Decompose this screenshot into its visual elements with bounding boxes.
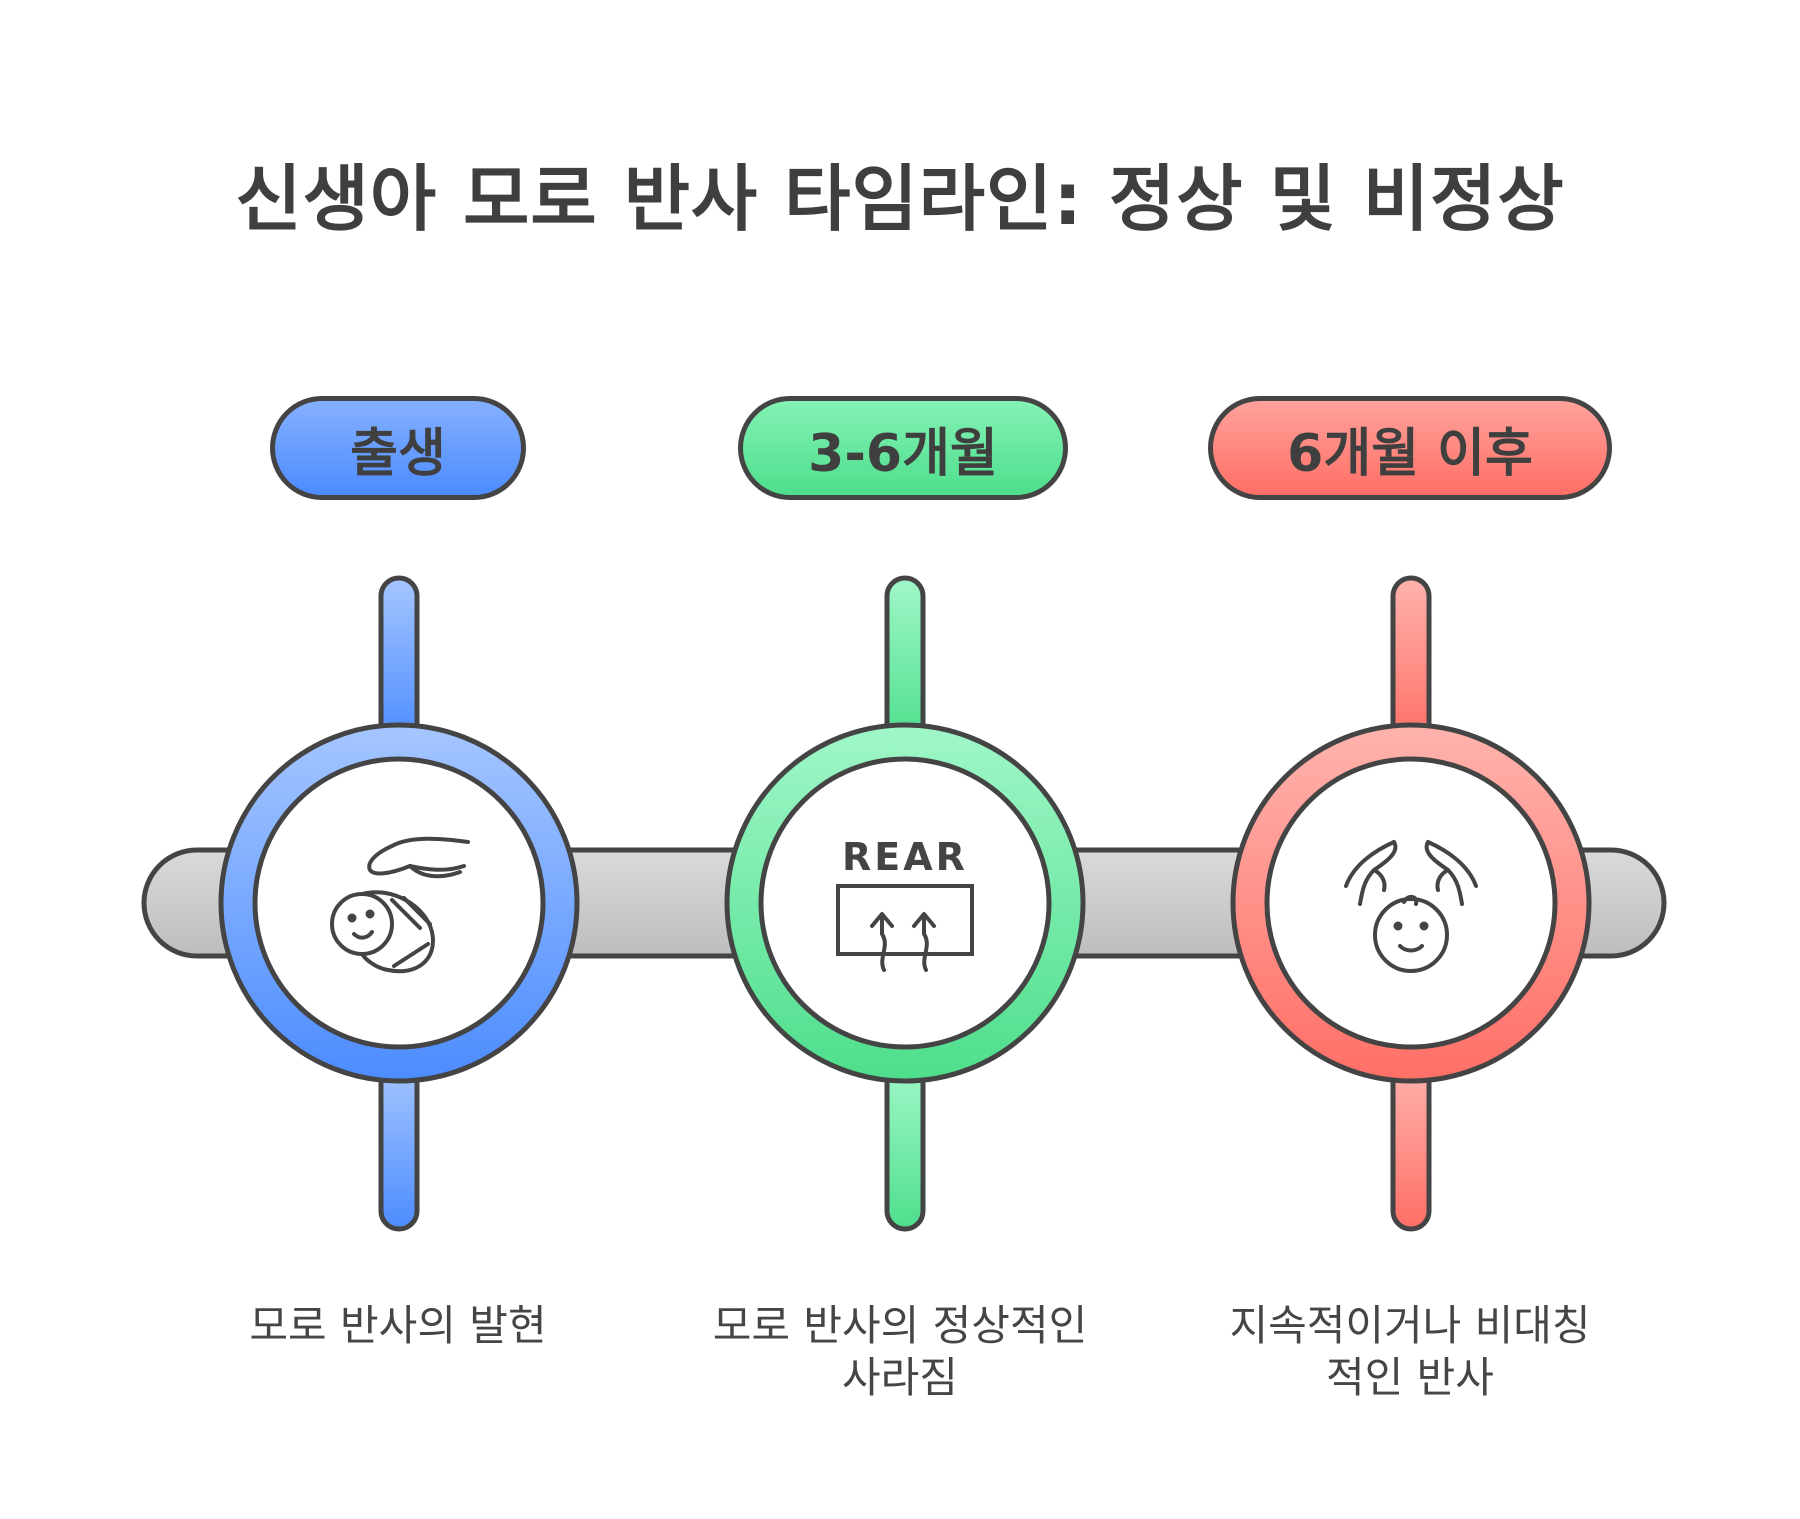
stage-3-caption: 지속적이거나 비대칭 적인 반사 (1190, 1300, 1630, 1404)
stage-3-node (1230, 575, 1592, 1232)
swaddled-baby-with-hand-icon (330, 836, 470, 974)
stage-3-connector-top (1390, 575, 1432, 745)
rear-icon-text: REAR (842, 835, 968, 879)
stage-1-caption-line: 모로 반사의 발현 (249, 1301, 547, 1350)
stage-2-label: 3-6개월 (738, 396, 1068, 500)
stage-2-caption-line-2: 사라짐 (842, 1353, 958, 1402)
stage-1-label: 출생 (270, 396, 526, 500)
baby-face-with-hands-icon (1344, 840, 1478, 973)
stage-3-caption-line-2: 적인 반사 (1326, 1353, 1494, 1402)
stage-2-caption: 모로 반사의 정상적인 사라짐 (680, 1300, 1120, 1404)
stage-2-node: REAR (724, 575, 1086, 1232)
stage-3-connector-bottom (1390, 1062, 1432, 1232)
stage-2-connector-top (884, 575, 926, 745)
stage-1-connector-top (378, 575, 420, 745)
stage-1-caption: 모로 반사의 발현 (178, 1300, 618, 1352)
stage-3-caption-line-1: 지속적이거나 비대칭 (1229, 1301, 1591, 1350)
page-title: 신생아 모로 반사 타임라인: 정상 및 비정상 (235, 157, 1565, 241)
rear-arrows-icon: REAR (836, 835, 974, 972)
stage-1-connector-bottom (378, 1062, 420, 1232)
stage-1-inner-circle (252, 756, 546, 1050)
stage-2-caption-line-1: 모로 반사의 정상적인 (712, 1301, 1088, 1350)
stage-1-node (218, 575, 580, 1232)
stage-3-label: 6개월 이후 (1208, 396, 1612, 500)
stage-2-connector-bottom (884, 1062, 926, 1232)
stage-3-inner-circle (1264, 756, 1558, 1050)
stage-2-inner-circle (758, 756, 1052, 1050)
